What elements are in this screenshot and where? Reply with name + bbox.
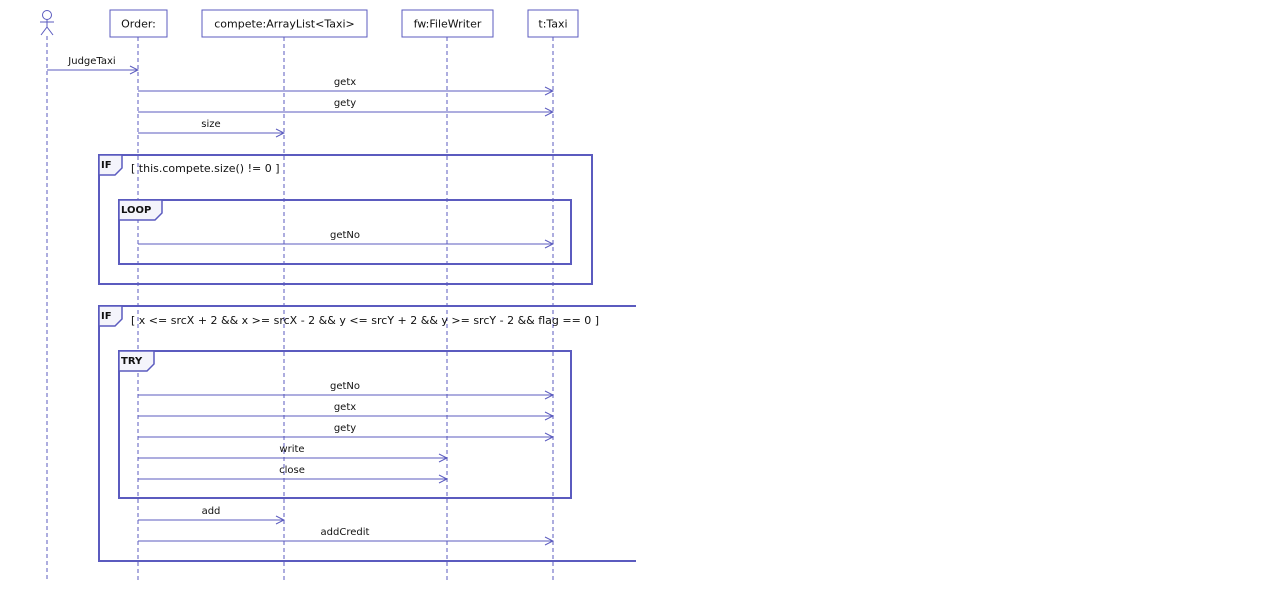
message-gety[interactable]: gety (138, 98, 553, 112)
message-judgetaxi[interactable]: JudgeTaxi (47, 56, 138, 70)
fragment-frame (98, 154, 593, 285)
lifeline-taxi[interactable]: t:Taxi (527, 9, 579, 582)
lifeline-header-compete (201, 9, 368, 38)
fragment-operator: IF (101, 160, 112, 171)
message-label: getNo (330, 230, 360, 241)
fragment-tab (118, 199, 163, 221)
fragment-if-2[interactable]: IF [ x <= srcX + 2 && x >= srcX - 2 && y… (98, 305, 636, 562)
message-addcredit[interactable]: addCredit (138, 527, 553, 541)
fragment-if-1[interactable]: IF [ this.compete.size() != 0 ] (98, 154, 593, 285)
message-label: getNo (330, 381, 360, 392)
message-label: gety (334, 423, 356, 434)
message-add[interactable]: add (138, 506, 284, 520)
fragment-tab (118, 350, 155, 372)
lifeline-label-taxi: t:Taxi (538, 18, 567, 31)
message-label: getx (334, 402, 356, 413)
message-label: close (279, 465, 305, 476)
fragment-try[interactable]: TRY (118, 350, 572, 499)
message-label: getx (334, 77, 356, 88)
message-close[interactable]: close (138, 465, 447, 479)
fragment-operator: TRY (121, 356, 143, 367)
lifeline-label-fw: fw:FileWriter (414, 18, 482, 31)
message-getno[interactable]: getNo (138, 381, 553, 395)
lifeline-fw[interactable]: fw:FileWriter (401, 9, 494, 582)
fragment-operator: LOOP (121, 205, 151, 216)
message-label: addCredit (321, 527, 370, 538)
fragment-tab (98, 305, 123, 327)
actor[interactable] (40, 10, 54, 583)
message-getx[interactable]: getx (138, 402, 553, 416)
lifeline-label-compete: compete:ArrayList<Taxi> (214, 18, 355, 31)
fragment-frame (118, 199, 572, 265)
lifeline-compete[interactable]: compete:ArrayList<Taxi> (201, 9, 368, 582)
lifeline-order[interactable]: Order: (109, 9, 168, 582)
message-write[interactable]: write (138, 444, 447, 458)
message-gety[interactable]: gety (138, 423, 553, 437)
message-getno[interactable]: getNo (138, 230, 553, 244)
message-label: write (279, 444, 304, 455)
fragment-loop[interactable]: LOOP (118, 199, 572, 265)
fragment-guard: [ this.compete.size() != 0 ] (131, 162, 280, 175)
lifeline-label-order: Order: (121, 18, 156, 31)
fragment-guard: [ x <= srcX + 2 && x >= srcX - 2 && y <=… (131, 314, 599, 327)
message-size[interactable]: size (138, 119, 284, 133)
message-getx[interactable]: getx (138, 77, 553, 91)
actor-stick-figure-icon (40, 10, 54, 36)
message-label: add (202, 506, 221, 517)
fragment-frame (98, 305, 636, 562)
fragment-frame (118, 350, 572, 499)
message-label: gety (334, 98, 356, 109)
message-label: JudgeTaxi (67, 56, 115, 67)
fragment-tab (98, 154, 123, 176)
fragment-operator: IF (101, 311, 112, 322)
lifeline-header-order (109, 9, 168, 38)
message-label: size (201, 119, 220, 130)
